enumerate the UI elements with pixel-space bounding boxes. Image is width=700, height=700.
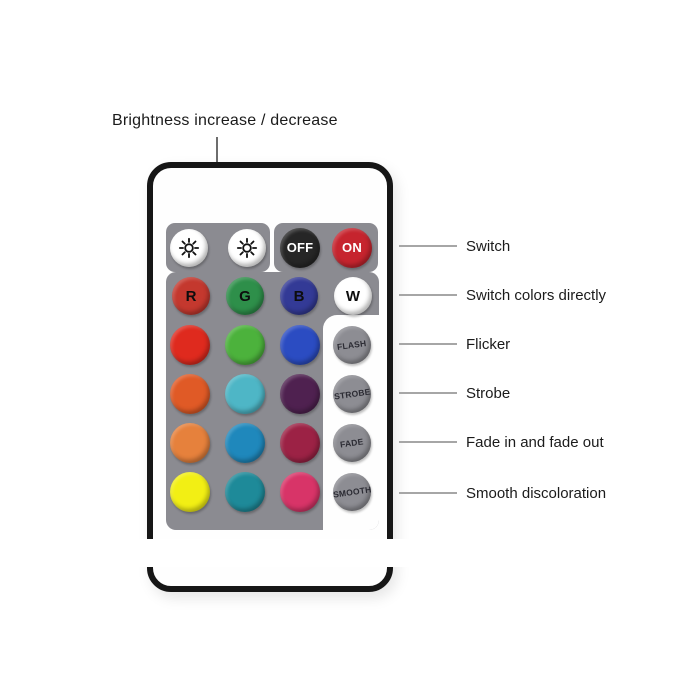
- callout-label: Switch colors directly: [466, 286, 607, 304]
- green-channel-label: G: [239, 287, 251, 305]
- callout-switch-colors: Switch colors directly: [399, 285, 606, 305]
- flash-mode-label: FLASH: [336, 338, 368, 352]
- fade-mode-button[interactable]: FADE: [333, 424, 371, 462]
- color-button-cyan[interactable]: [225, 374, 265, 414]
- color-button-orange[interactable]: [170, 423, 210, 463]
- smooth-mode-button[interactable]: SMOOTH: [332, 473, 372, 511]
- callout-line: [399, 343, 457, 345]
- brightness-button-panel: [166, 223, 270, 272]
- white-channel-label: W: [345, 287, 361, 305]
- power-button-panel: OFF ON: [274, 223, 378, 272]
- callout-label: Switch: [466, 237, 511, 255]
- callout-switch: Switch: [399, 236, 510, 256]
- callout-line: [399, 392, 457, 394]
- callout-fade: Fade in and fade out: [399, 432, 604, 452]
- led-remote-control: OFF ON R G B W: [147, 162, 393, 592]
- color-button-panel: R G B W: [166, 272, 379, 530]
- on-button[interactable]: ON: [332, 227, 372, 268]
- callout-line: [399, 441, 457, 443]
- callout-label: Strobe: [466, 384, 511, 402]
- color-swatch-grid: [170, 325, 335, 521]
- fade-mode-label: FADE: [339, 436, 365, 450]
- strobe-mode-button[interactable]: STROBE: [333, 375, 371, 413]
- rgbw-button-row: R G B W: [166, 277, 379, 315]
- brightness-increase-button[interactable]: [170, 228, 208, 267]
- callout-label: Flicker: [466, 335, 511, 353]
- photo-white-band-artifact: [24, 539, 676, 567]
- on-button-label: ON: [342, 240, 362, 255]
- smooth-mode-label: SMOOTH: [332, 484, 372, 500]
- brightness-annotation-label: Brightness increase / decrease: [112, 112, 338, 129]
- blue-channel-button[interactable]: B: [280, 277, 318, 315]
- brightness-decrease-button[interactable]: [228, 228, 266, 267]
- color-button-yellow[interactable]: [170, 472, 210, 512]
- callout-flicker: Flicker: [399, 334, 510, 354]
- red-channel-button[interactable]: R: [172, 277, 210, 315]
- color-button-red[interactable]: [170, 325, 210, 365]
- color-button-pink[interactable]: [280, 472, 320, 512]
- flash-mode-button[interactable]: FLASH: [333, 326, 371, 364]
- callout-line: [399, 492, 457, 494]
- green-channel-button[interactable]: G: [226, 277, 264, 315]
- brightness-increase-sun-icon: [178, 237, 200, 258]
- callout-smooth: Smooth discoloration: [399, 483, 606, 503]
- brightness-decrease-sun-icon: [236, 237, 258, 258]
- color-button-wine[interactable]: [280, 423, 320, 463]
- red-channel-label: R: [185, 287, 197, 305]
- callout-line: [399, 294, 457, 296]
- white-channel-button[interactable]: W: [334, 277, 372, 315]
- color-button-purple[interactable]: [280, 374, 320, 414]
- color-button-green[interactable]: [225, 325, 265, 365]
- callout-strobe: Strobe: [399, 383, 510, 403]
- callout-label: Fade in and fade out: [466, 433, 604, 451]
- callout-label: Smooth discoloration: [466, 484, 607, 502]
- blue-channel-label: B: [293, 287, 305, 305]
- callout-line: [399, 245, 457, 247]
- color-button-teal[interactable]: [225, 472, 265, 512]
- color-button-steel-blue[interactable]: [225, 423, 265, 463]
- off-button-label: OFF: [286, 240, 314, 255]
- strobe-mode-label: STROBE: [333, 386, 371, 402]
- color-button-orange-red[interactable]: [170, 374, 210, 414]
- off-button[interactable]: OFF: [280, 227, 320, 268]
- color-button-royal-blue[interactable]: [280, 325, 320, 365]
- mode-button-column: FLASH STROBE FADE SMOOTH: [332, 326, 372, 522]
